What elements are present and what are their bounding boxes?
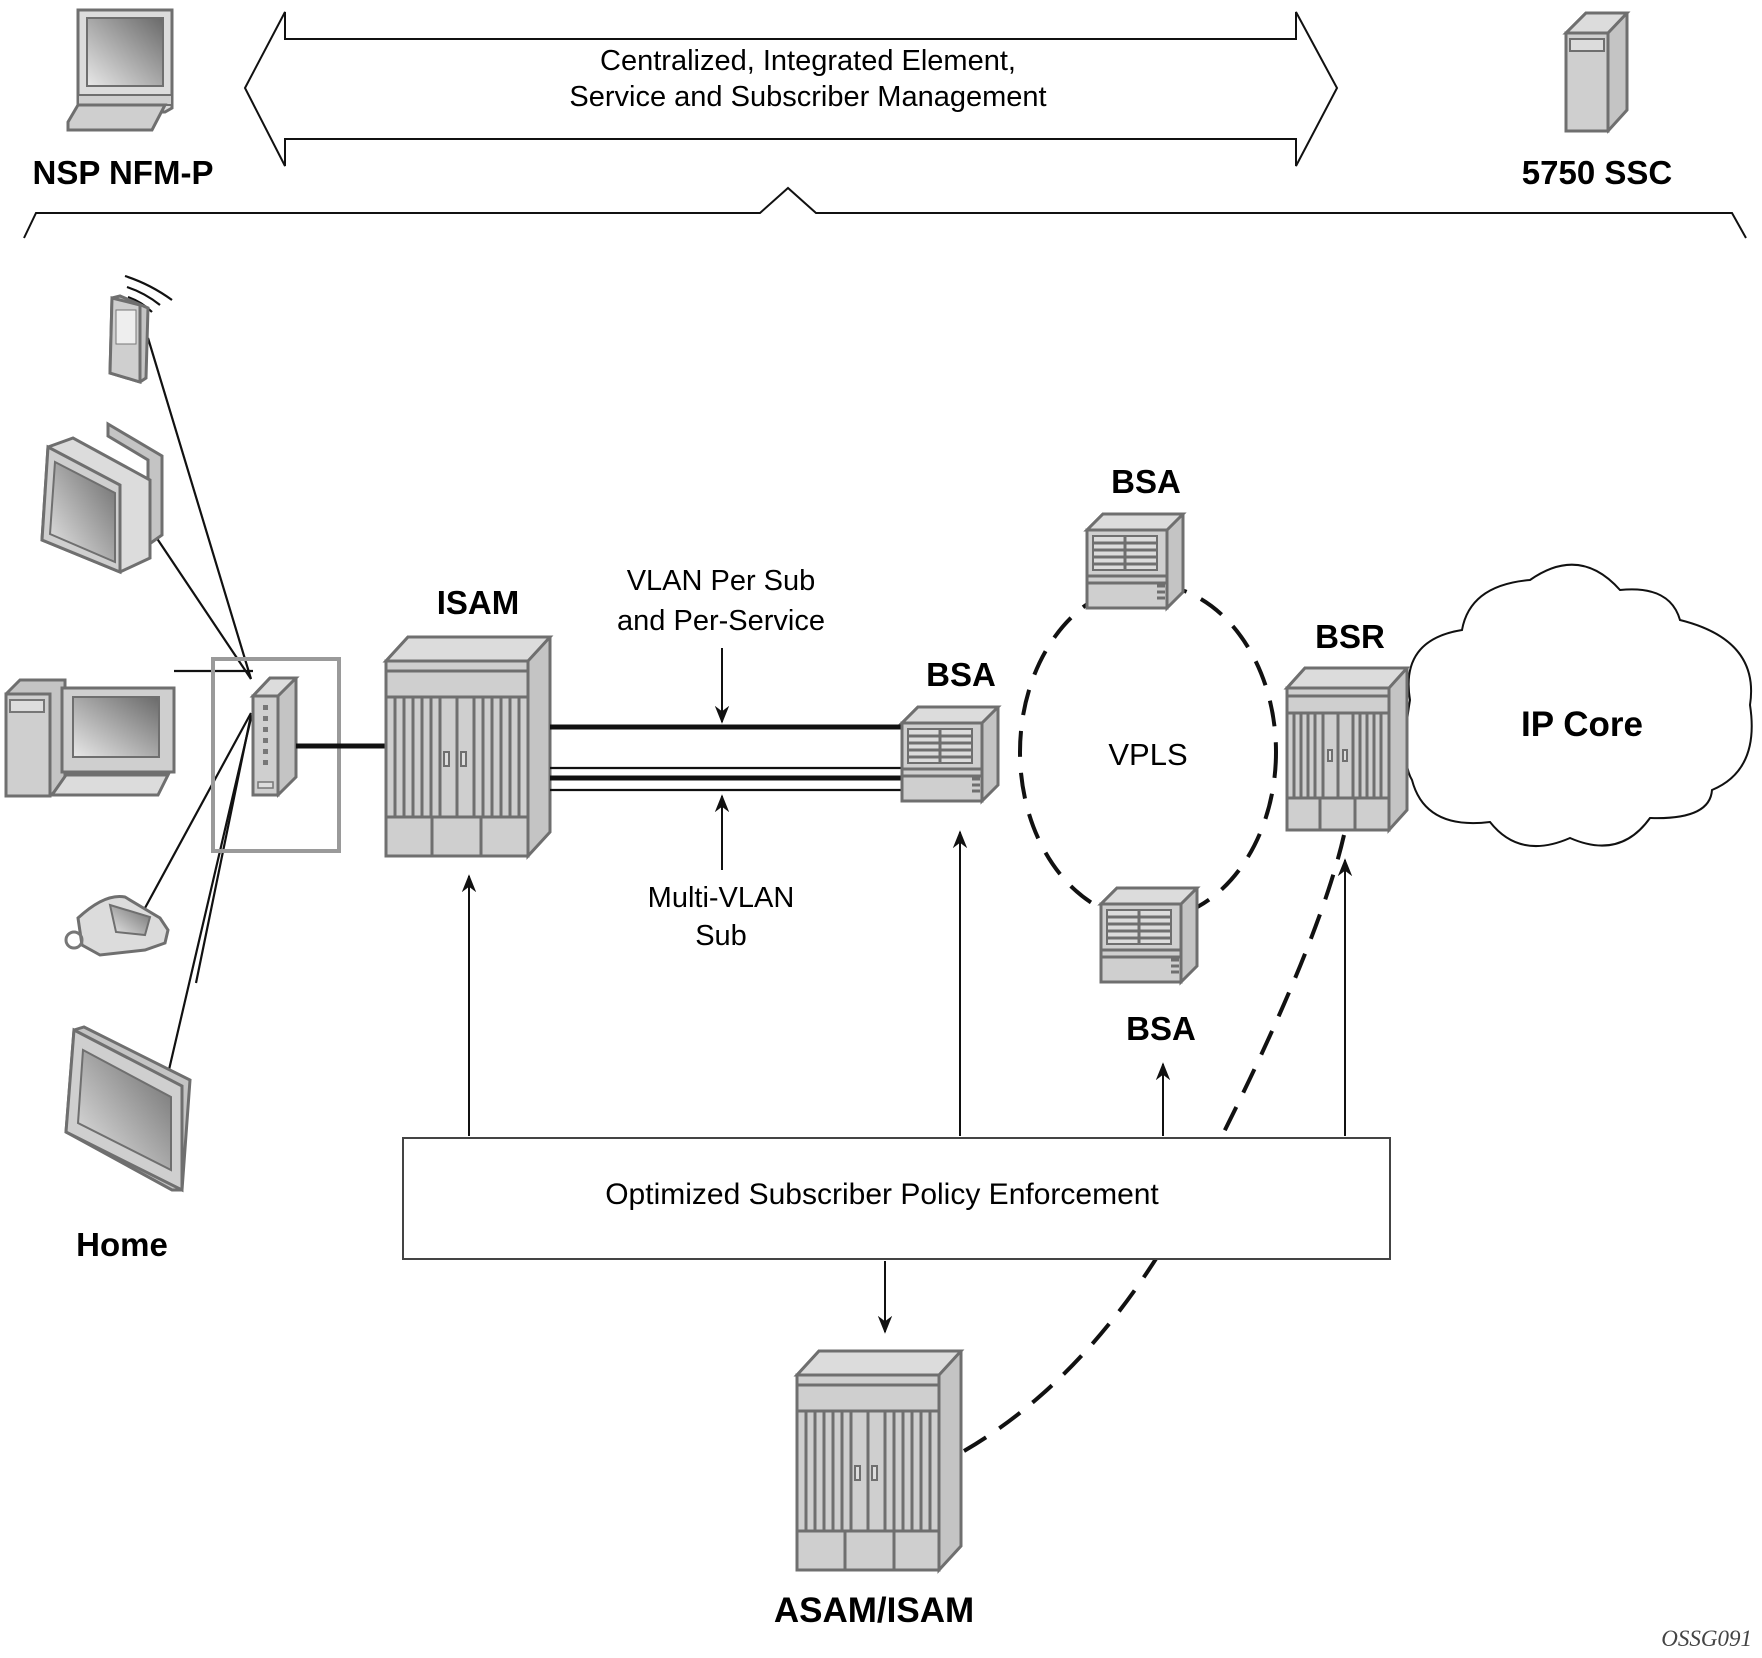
flat-screen-tv-icon [64, 1025, 192, 1193]
bsa-router-icon [1097, 886, 1201, 986]
ip-core-label: IP Core [1521, 705, 1643, 744]
server-tower-icon [1562, 11, 1631, 134]
isam-label: ISAM [437, 584, 520, 621]
management-text-line2: Service and Subscriber Management [569, 81, 1046, 113]
bsa-router-icon [898, 705, 1002, 805]
policy-arrows [461, 830, 1353, 1334]
bsr-label: BSR [1315, 618, 1385, 655]
isam-chassis-icon [382, 635, 554, 860]
bsa-left-label: BSA [926, 656, 996, 693]
bsa-bottom-node: BSA [1097, 886, 1201, 1047]
management-double-arrow: Centralized, Integrated Element, Service… [243, 11, 1339, 167]
laptop-icon [66, 8, 174, 132]
home-gateway-box [211, 657, 341, 853]
bsr-chassis-icon [1283, 666, 1411, 834]
asam-isam-chassis-icon [793, 1349, 965, 1574]
asam-isam-label: ASAM/ISAM [774, 1591, 974, 1630]
nsp-nfm-p-label: NSP NFM-P [33, 154, 214, 191]
management-text-line1: Centralized, Integrated Element, [600, 45, 1016, 77]
management-scope-brace [23, 186, 1747, 239]
5750-ssc-label: 5750 SSC [1522, 154, 1672, 191]
5750-ssc-node: 5750 SSC [1522, 11, 1672, 191]
multi-vlan-annotation: Multi-VLAN Sub [648, 794, 795, 952]
vlan-per-sub-annotation: VLAN Per Sub and Per-Service [617, 565, 825, 724]
wireless-pda-icon [108, 274, 173, 385]
home-wires [144, 337, 253, 1075]
vlan-per-sub-line1: VLAN Per Sub [627, 565, 816, 597]
nsp-nfm-p-node: NSP NFM-P [33, 8, 214, 191]
policy-enforcement-box: Optimized Subscriber Policy Enforcement [402, 1137, 1391, 1260]
home-gateway-icon [249, 676, 300, 798]
bsa-bottom-label: BSA [1126, 1010, 1196, 1047]
multi-vlan-line1: Multi-VLAN [648, 882, 795, 914]
bsa-top-label: BSA [1111, 463, 1181, 500]
desktop-computer-icon [4, 678, 176, 798]
bsa-top-node: BSA [1083, 463, 1187, 612]
isam-to-bsa-links [550, 724, 905, 792]
figure-id: OSSG091 [1661, 1626, 1752, 1651]
home-label: Home [76, 1226, 168, 1263]
vpls-label: VPLS [1108, 737, 1187, 772]
ip-phone-icon [64, 894, 170, 957]
bsa-router-icon [1083, 512, 1187, 612]
asam-to-bsr-dashed-link [962, 834, 1346, 1453]
policy-enforcement-label: Optimized Subscriber Policy Enforcement [605, 1178, 1159, 1211]
multi-vlan-line2: Sub [695, 920, 747, 952]
bsa-left-node: BSA [898, 656, 1002, 805]
vlan-per-sub-line2: and Per-Service [617, 605, 825, 637]
crt-monitor-icon [40, 421, 164, 575]
cloud-icon [1404, 563, 1753, 847]
